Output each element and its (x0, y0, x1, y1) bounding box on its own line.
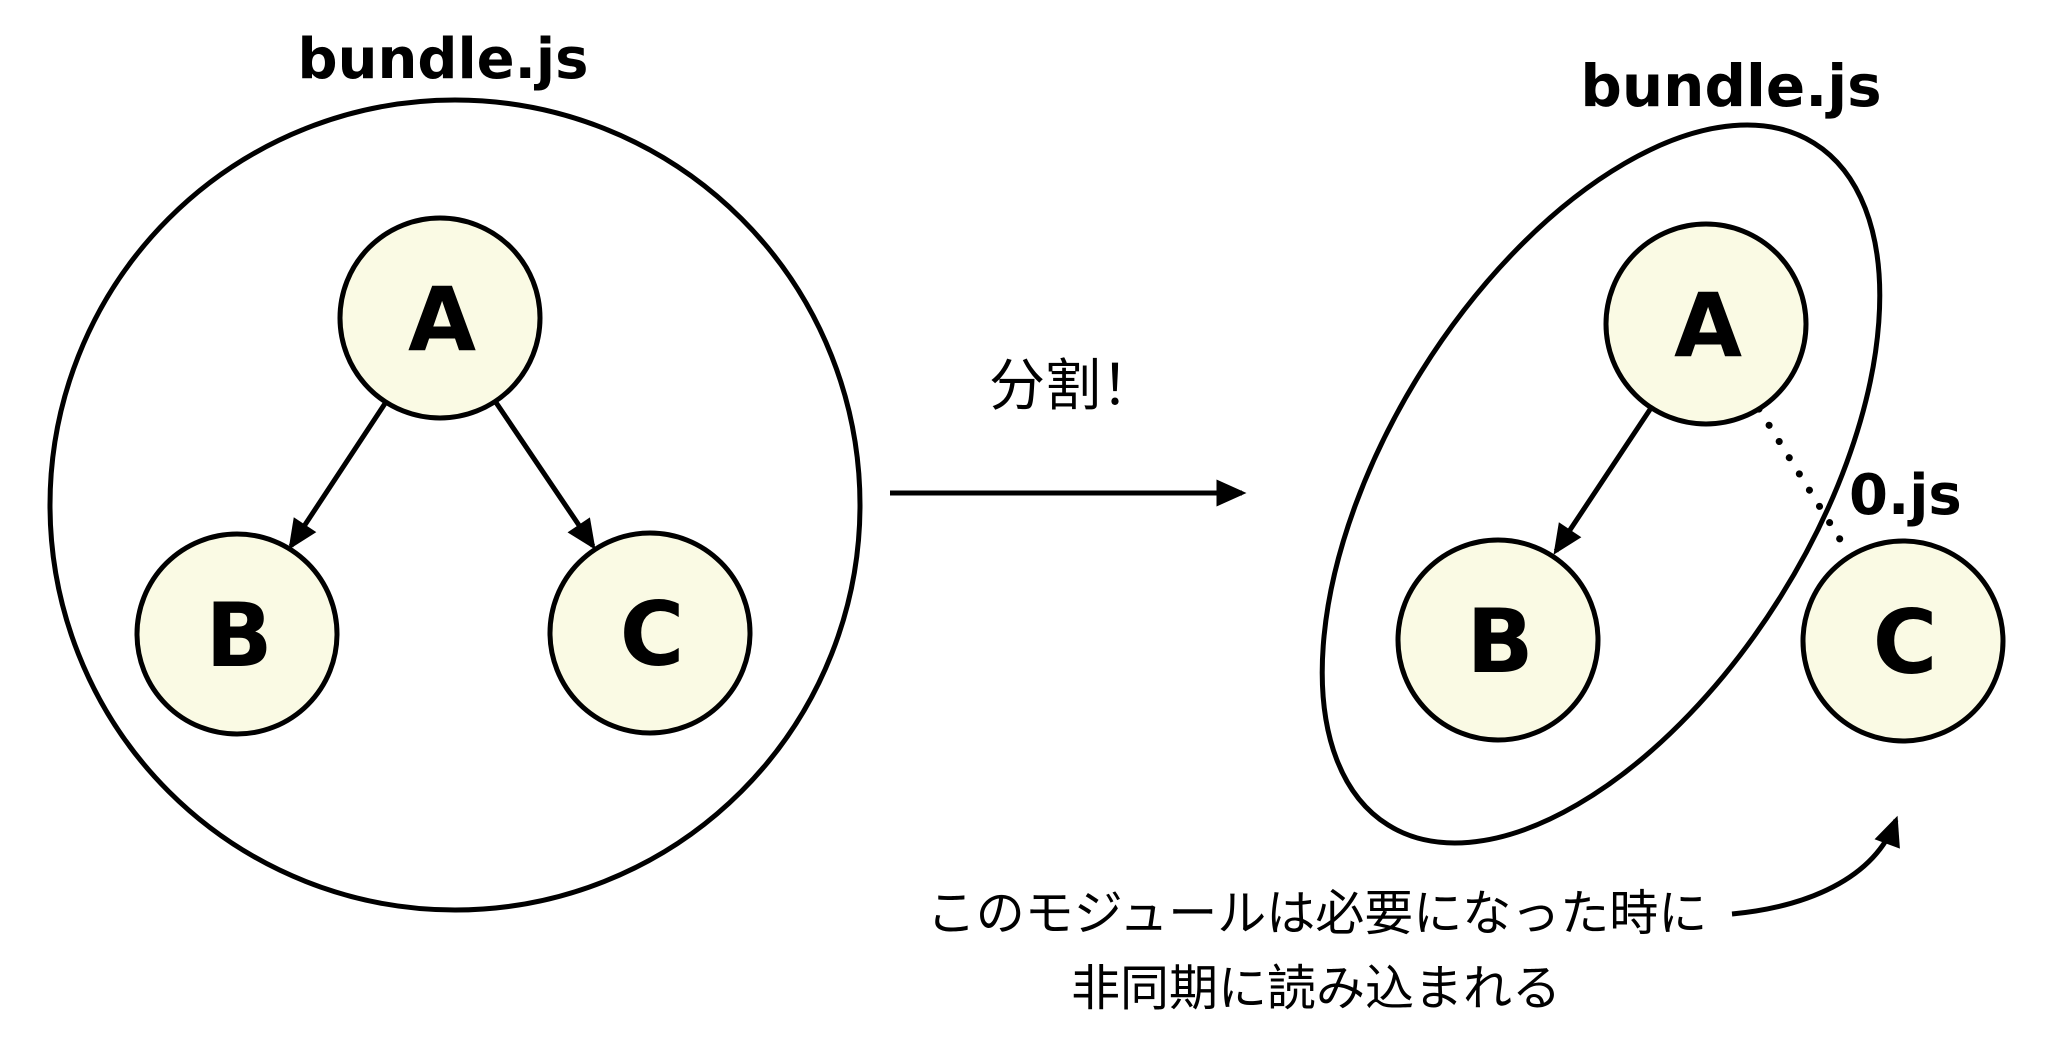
module-node-b (134, 531, 340, 737)
module-node-a-after (1603, 221, 1809, 427)
dependency-arrow-a-to-c (492, 399, 596, 550)
module-node-a-label: A (408, 268, 476, 371)
bundle-title-after: bundle.js (1580, 52, 1881, 120)
module-node-a (337, 215, 543, 421)
note-pointer-arrow (1731, 815, 1900, 917)
after-bundle-group: bundle.js A B C 0.js このモジュールは必要になった時に 非同… (927, 52, 2006, 1017)
module-node-c-after (1800, 538, 2006, 744)
module-node-c-after-label: C (1873, 591, 1938, 694)
module-node-a-after-label: A (1674, 274, 1742, 377)
module-node-b-after (1395, 537, 1601, 743)
before-bundle-group: bundle.js A B C (47, 27, 863, 913)
dependency-arrow-a-to-b-after (1553, 406, 1654, 555)
dependency-arrow-a-to-b (288, 400, 389, 550)
module-node-c (547, 530, 753, 736)
async-note-line2: 非同期に読み込まれる (1071, 960, 1561, 1017)
bundle-title: bundle.js (298, 27, 589, 92)
split-caption: 分割！ (989, 354, 1157, 419)
module-node-c-label: C (620, 583, 685, 686)
async-note-line1: このモジュールは必要になった時に (927, 885, 1708, 942)
transition-group: 分割！ (890, 354, 1247, 507)
chunk-file-label: 0.js (1849, 463, 1962, 528)
module-node-b-after-label: B (1466, 590, 1533, 693)
module-node-b-label: B (205, 584, 272, 687)
